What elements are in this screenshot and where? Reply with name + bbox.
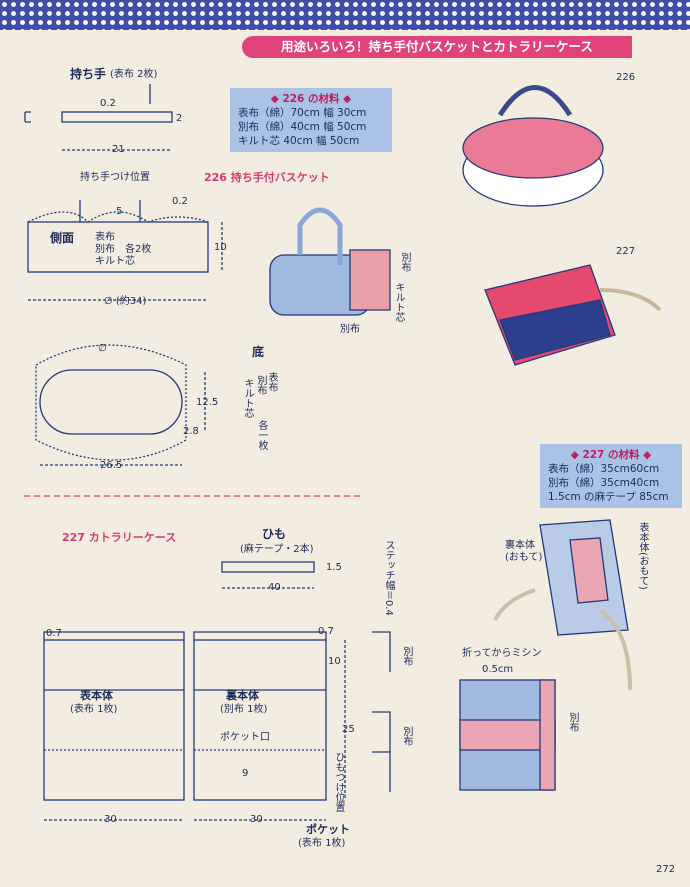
side-line2: 別布 各2枚 — [95, 244, 152, 255]
handle-position-w: 5 — [116, 206, 123, 217]
dot-border — [0, 0, 690, 30]
cutlery-title: 227 カトラリーケース — [62, 531, 177, 544]
handle-position-h: 0.2 — [172, 196, 188, 207]
front-body-title: 表本体 — [80, 689, 113, 702]
handle-length: 21 — [112, 144, 125, 155]
bottom-v1: 表布 — [266, 372, 277, 392]
assembly-fold: 折ってからミシン — [462, 648, 542, 659]
top-height: 10 — [328, 656, 341, 667]
pocket-mouth: ポケット口 — [220, 732, 270, 743]
back-body-title: 裏本体 — [226, 689, 259, 702]
himo-length: 40 — [268, 582, 281, 593]
side-title: 側面 — [50, 231, 75, 245]
materials-227-line1: 表布（綿）35cm60cm — [548, 463, 660, 475]
cutlery-betsu-a: 別布 — [401, 646, 412, 666]
stitch-width: ステッチ幅＝0.4 — [383, 540, 394, 616]
bottom-height: 12.5 — [196, 397, 219, 408]
assembly-betsu: 別布 — [567, 712, 578, 732]
side-circumference: ∅ (約34) — [104, 296, 147, 307]
pocket-note: (表布 1枚) — [298, 838, 346, 849]
himo-title: ひも — [262, 527, 287, 541]
handle-title: 持ち手 — [70, 67, 107, 81]
page-number: 272 — [656, 864, 676, 875]
bottom-radius: 2.8 — [183, 426, 199, 437]
basket-label-kiruto: キルト芯 — [393, 282, 404, 322]
page-banner: 用途いろいろ！持ち手付バスケットとカトラリーケース — [242, 36, 632, 58]
assembly-ura: 裏本体 — [505, 540, 535, 551]
pocket-height: 9 — [242, 768, 249, 779]
basket-226-title: 226 持ち手付バスケット — [204, 171, 330, 184]
materials-226-line1: 表布（綿）70cm 幅 30cm — [238, 107, 367, 119]
front-body-note: (表布 1枚) — [70, 704, 118, 715]
himo-position: ひもつけ位置 — [333, 752, 344, 812]
cutlery-betsu-b: 別布 — [401, 726, 412, 746]
himo-width: 1.5 — [326, 562, 342, 573]
assembly-ura-note: (おもて) — [505, 552, 543, 563]
materials-226-line2: 別布（綿）40cm 幅 50cm — [238, 121, 367, 133]
corner-right: 0.7 — [318, 626, 334, 637]
side-height: 10 — [214, 242, 227, 253]
side-line3: キルト芯 — [95, 256, 135, 267]
assembly-omote: 表本体(おもて) — [637, 522, 648, 590]
pocket-title: ポケット — [306, 823, 350, 836]
photo-227-number: 227 — [616, 246, 636, 257]
side-line1: 表布 — [95, 232, 115, 243]
materials-226: ◆ 226 の材料 ◆ 表布（綿）70cm 幅 30cm 別布（綿）40cm 幅… — [230, 88, 392, 152]
handle-position: 持ち手つけ位置 — [80, 172, 150, 183]
corner-left: 0.7 — [46, 628, 62, 639]
handle-width: 0.2 — [100, 98, 116, 109]
handle-note: (表布 2枚) — [110, 69, 158, 80]
bottom-v4: 各一枚 — [256, 420, 267, 450]
materials-226-line3: キルト芯 40cm 幅 50cm — [238, 135, 360, 147]
bottom-title: 底 — [252, 345, 265, 359]
materials-227: ◆ 227 の材料 ◆ 表布（綿）35cm60cm 別布（綿）35cm40cm … — [540, 444, 682, 508]
width-front: 30 — [104, 814, 117, 825]
materials-226-title: ◆ 226 の材料 ◆ — [270, 93, 352, 105]
materials-227-line3: 1.5cm の麻テープ 85cm — [548, 491, 669, 503]
materials-227-line2: 別布（綿）35cm40cm — [548, 477, 660, 489]
total-height: 25 — [342, 724, 355, 735]
back-body-note: (別布 1枚) — [220, 704, 268, 715]
width-back: 30 — [250, 814, 263, 825]
handle-height: 2 — [176, 113, 183, 124]
basket-label-betsu2: 別布 — [340, 324, 360, 335]
himo-note: (麻テープ・2本) — [240, 544, 314, 555]
basket-label-betsu: 別布 — [399, 252, 410, 272]
bottom-width: 26.5 — [100, 460, 123, 471]
photo-226-number: 226 — [616, 72, 636, 83]
bottom-v2: 別布 — [255, 375, 266, 395]
bottom-v3: キルト芯 — [242, 378, 253, 418]
assembly-fold-width: 0.5cm — [482, 664, 514, 675]
bottom-diameter: ∅ — [98, 343, 107, 354]
materials-227-title: ◆ 227 の材料 ◆ — [570, 449, 652, 461]
